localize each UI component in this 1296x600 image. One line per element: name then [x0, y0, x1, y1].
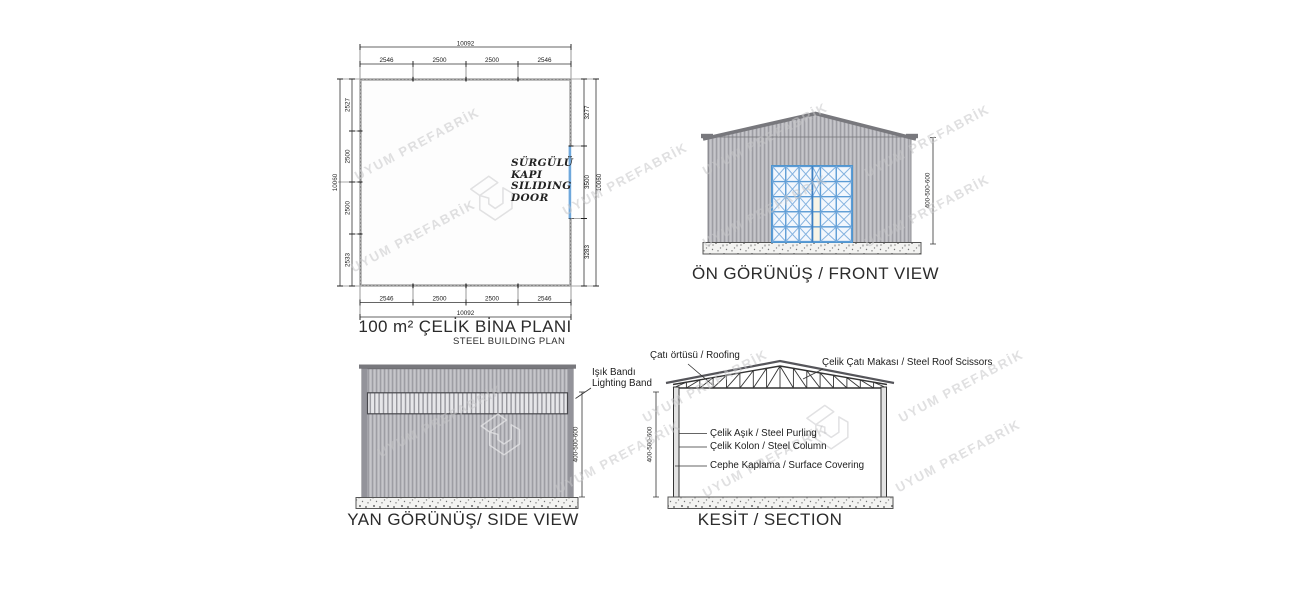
- section-roofing-line: [665, 359, 895, 385]
- side-lighting-band-annotation: Işık Bandı Lighting Band: [592, 367, 652, 389]
- plan-door-label-line2: KAPI: [511, 168, 543, 181]
- front-sliding-door-grid: [771, 165, 853, 243]
- dim-top-seg-1: 2546: [379, 57, 394, 64]
- side-dim-line: [579, 391, 585, 498]
- side-view-title: YAN GÖRÜNÜŞ/ SIDE VIEW: [347, 510, 579, 529]
- plan-dimension-lines: [339, 46, 597, 318]
- section-column-left: [673, 386, 680, 498]
- front-eave-cap-left: [701, 133, 713, 139]
- plan-door-label-line4: DOOR: [511, 191, 549, 204]
- front-roof-fascia: [702, 111, 917, 141]
- dim-bottom-seg-1: 2546: [379, 296, 394, 303]
- dim-bottom-seg-2: 2500: [432, 296, 447, 303]
- plan-door-label: SÜRGÜLÜ KAPI SILIDING DOOR: [511, 157, 574, 204]
- dim-left-seg-4: 2533: [345, 253, 352, 268]
- front-gable-wall: [708, 113, 911, 138]
- side-corner-post-right: [567, 368, 573, 498]
- section-height-dim: 400-500-600: [647, 426, 654, 462]
- plan-subtitle: STEEL BUILDING PLAN: [453, 336, 566, 347]
- side-annotation-en: Lighting Band: [592, 378, 652, 389]
- dim-right-seg-2: 3500: [584, 175, 591, 190]
- plan-title: 100 m² ÇELİK BİNA PLANI: [358, 317, 572, 336]
- section-column-annotation: Çelik Kolon / Steel Column: [710, 441, 827, 452]
- section-purlin-annotation: Çelik Aşık / Steel Purling: [710, 427, 817, 439]
- dim-bottom-total: 10092: [457, 310, 475, 317]
- section-drawing: 400-500-600: [647, 359, 895, 509]
- side-roof-cap: [359, 364, 576, 369]
- dim-left-seg-1: 2527: [345, 98, 352, 113]
- section-dim-line: [653, 391, 659, 498]
- dim-right-total: 10060: [596, 173, 603, 191]
- dim-left-seg-2: 2500: [345, 149, 352, 164]
- side-view-drawing: 400-500-600: [355, 364, 592, 509]
- front-foundation: [702, 242, 922, 255]
- dim-top-seg-4: 2546: [537, 57, 552, 64]
- dim-top-seg-2: 2500: [432, 57, 447, 64]
- plan-dimension-ticks: [337, 44, 599, 320]
- plan-wall-ticks: [357, 76, 574, 289]
- section-annotation-leaders: [675, 363, 824, 467]
- section-truss-web: [672, 365, 888, 389]
- section-scissors-annotation: Çelik Çatı Makası / Steel Roof Scissors: [822, 357, 993, 368]
- dim-bottom-seg-3: 2500: [485, 296, 500, 303]
- front-dim-line: [930, 137, 936, 245]
- dim-left-total: 10060: [332, 173, 339, 191]
- front-view-drawing: 400-500-600: [701, 111, 936, 255]
- side-corner-post-left: [362, 368, 368, 498]
- side-annotation-tr: Işık Bandı: [592, 367, 636, 378]
- side-lighting-band: [366, 392, 569, 415]
- section-title: KESİT / SECTION: [697, 510, 843, 529]
- dim-bottom-seg-4: 2546: [537, 296, 552, 303]
- dim-right-seg-3: 3283: [584, 245, 591, 260]
- dim-top-seg-3: 2500: [485, 57, 500, 64]
- plan-door-label-line1: SÜRGÜLÜ: [511, 157, 574, 169]
- dim-right-seg-1: 3277: [584, 105, 591, 120]
- plan-door-label-line3: SILIDING: [511, 180, 572, 192]
- front-height-dim: 400-500-600: [925, 172, 932, 208]
- side-height-dim: 400-500-600: [573, 426, 580, 462]
- section-foundation: [667, 496, 894, 509]
- side-wall: [361, 368, 574, 499]
- side-foundation: [355, 497, 579, 509]
- section-roofing-annotation: Çatı örtüsü / Roofing: [650, 350, 740, 361]
- section-covering-annotation: Cephe Kaplama / Surface Covering: [710, 460, 865, 471]
- front-eave-cap-right: [906, 133, 918, 139]
- dim-top-total: 10092: [457, 41, 475, 48]
- dim-left-seg-3: 2500: [345, 201, 352, 216]
- floor-plan-drawing: 10092 2546 2500 2500 2546 2546 2500 2500…: [332, 41, 603, 320]
- front-view-title: ÖN GÖRÜNÜŞ / FRONT VIEW: [692, 264, 939, 283]
- side-annotation-leader: [575, 387, 592, 399]
- section-column-right: [880, 386, 887, 498]
